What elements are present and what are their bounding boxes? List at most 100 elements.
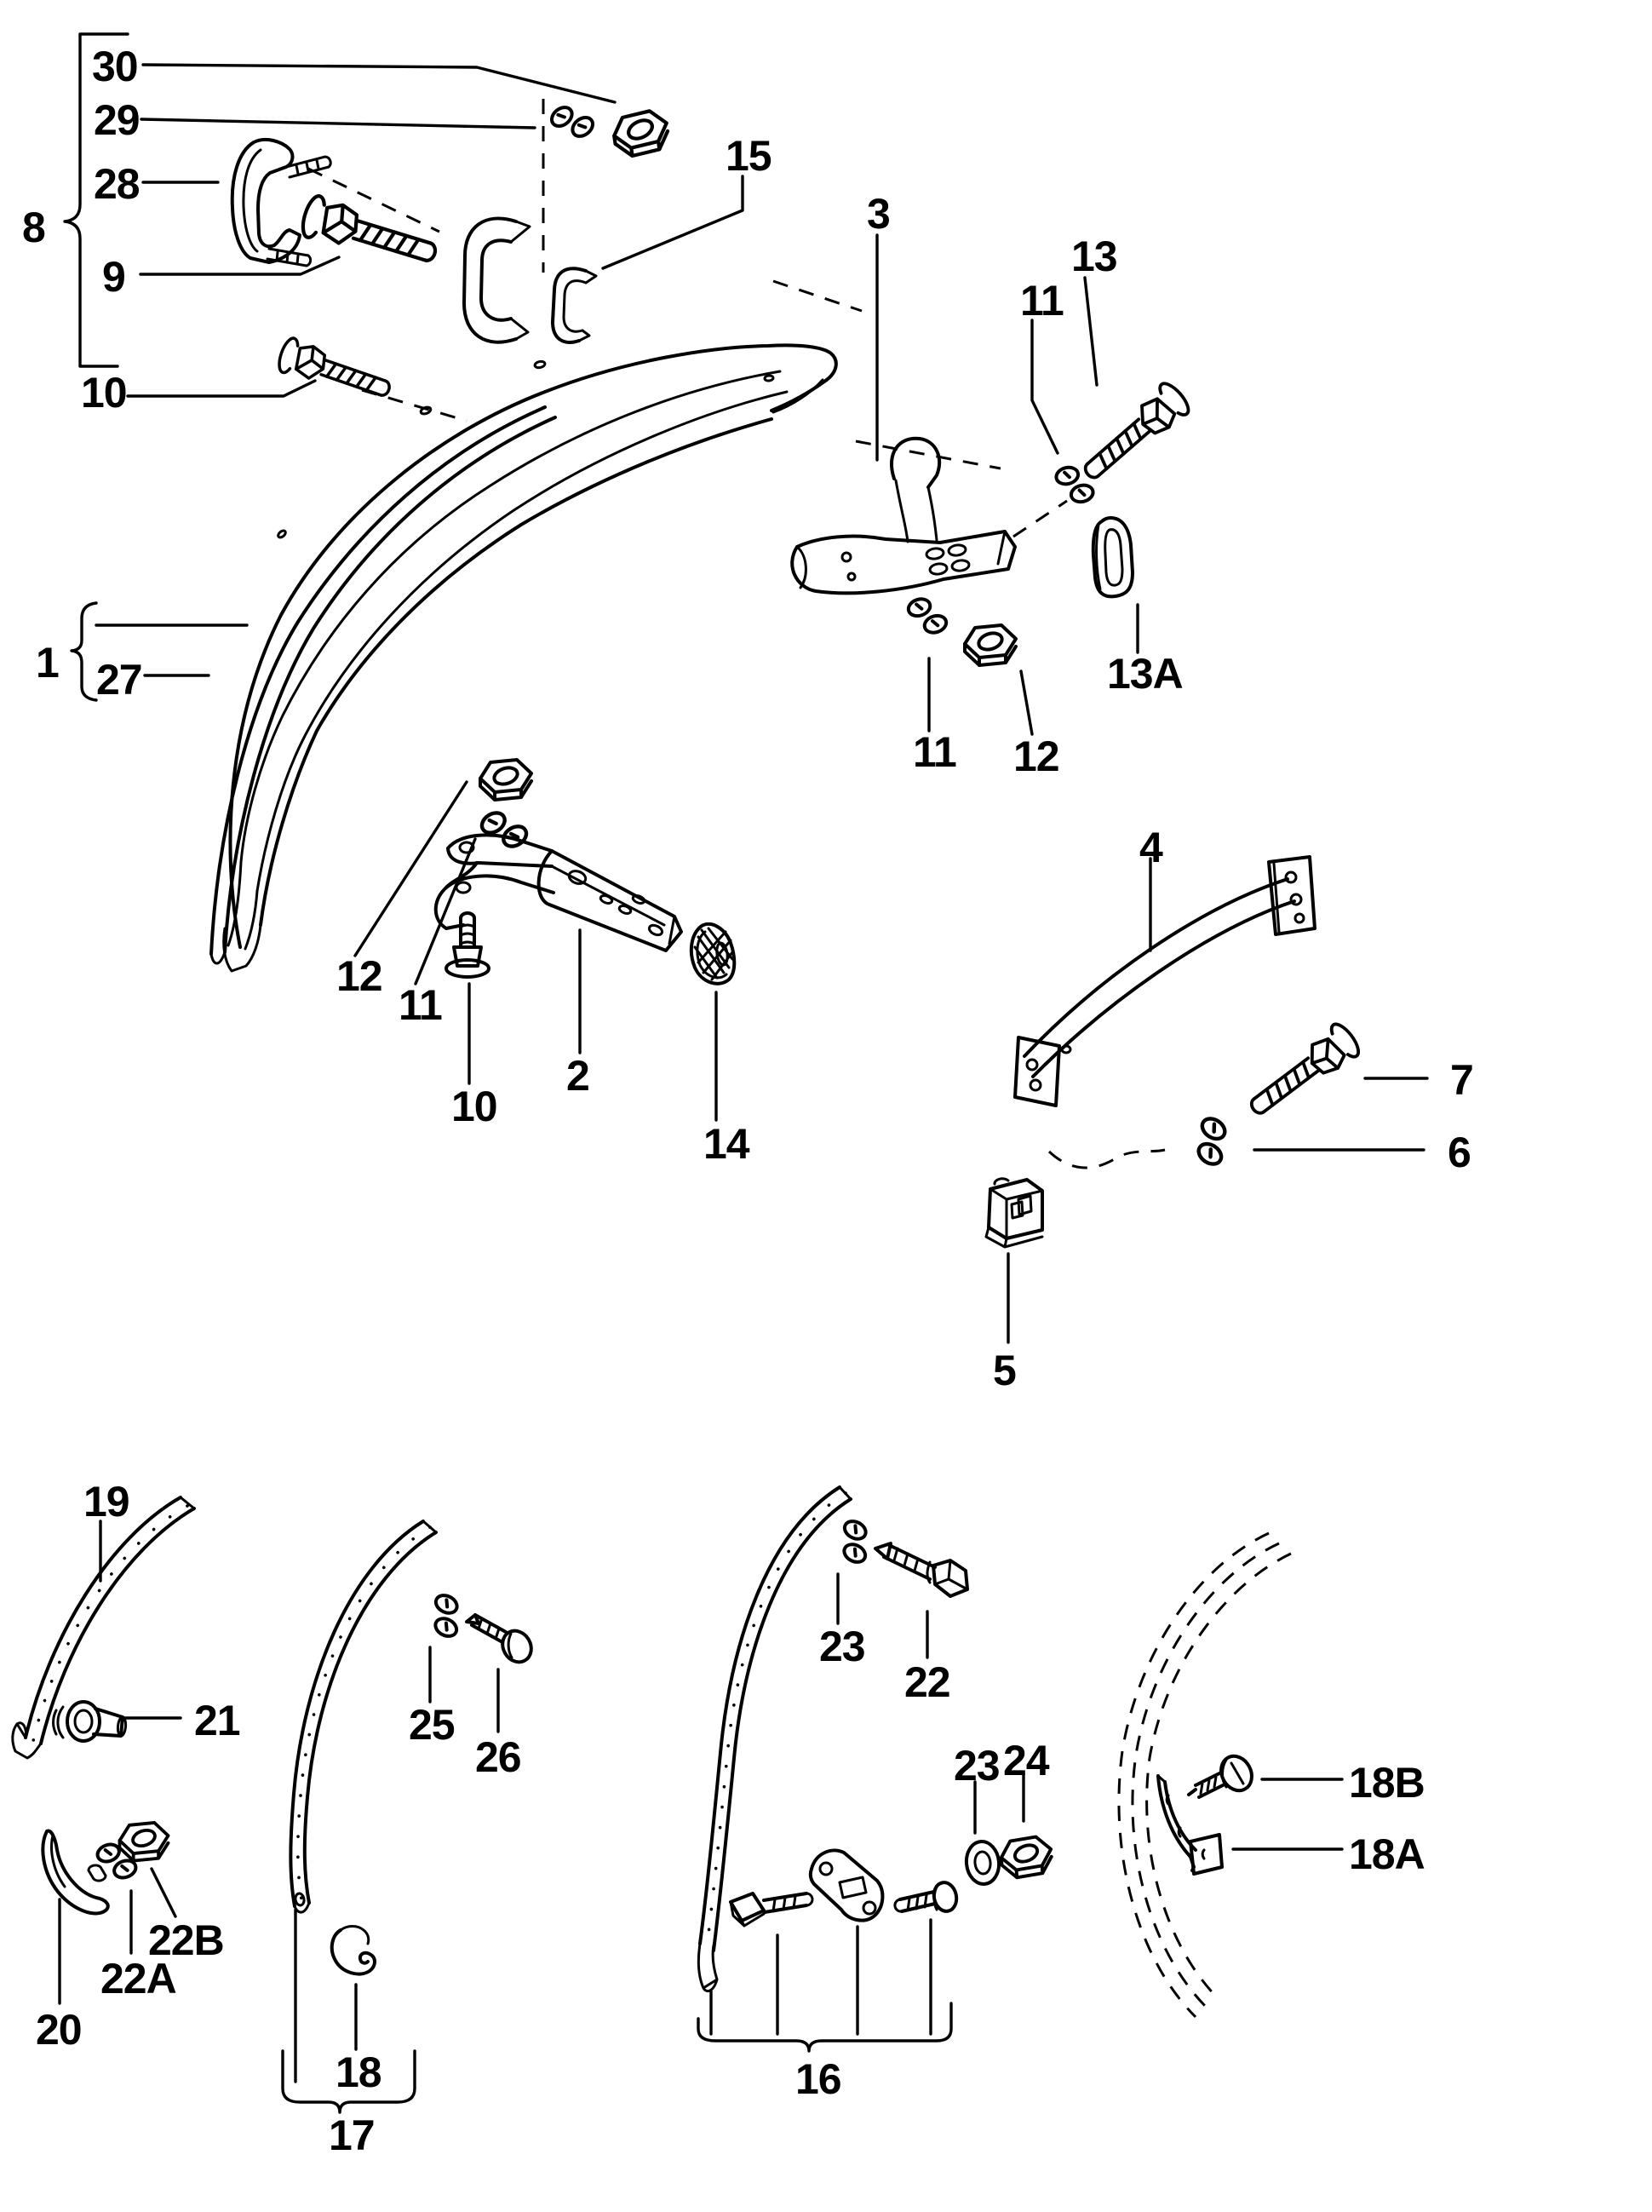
bolt-7 [1240,1018,1365,1127]
clip-15 [551,267,598,344]
grommet-14 [689,922,737,985]
trim-strip-27 [209,405,557,965]
dash-bracket3-to-washer [1012,499,1068,538]
clip-21 [52,1700,128,1743]
callout-18: 18 [336,2048,381,2096]
bolt-13 [1073,377,1195,491]
callout-5: 5 [993,1347,1016,1394]
callout-14: 14 [703,1120,750,1168]
bolt-9 [299,193,441,274]
callout-23a: 23 [819,1623,865,1670]
bar-4 [1013,855,1316,1107]
bumper-hole [533,359,547,370]
dash-bumper-to-bracket3 [855,440,1001,470]
bracket-18A [1156,1774,1224,1876]
screw-18B [1187,1754,1253,1799]
dash-15-to-bracket3 [772,279,863,313]
leader-10a [126,379,317,398]
bracket-2 [433,833,683,952]
callout-4: 4 [1139,824,1163,871]
short-bolt-16 [893,1881,959,1913]
leader-15 [601,175,744,270]
bumper-hole [419,405,433,416]
brace-16 [697,2002,953,2053]
spring-washer-11-bracket2 [478,807,531,852]
leader-13 [1083,276,1098,387]
leader-11c [414,837,477,985]
brace-8 [63,32,129,368]
callout-25: 25 [409,1701,455,1749]
callout-15: 15 [726,132,772,180]
leader-22B [150,1867,177,1918]
callout-2: 2 [566,1052,589,1100]
bolt-10-upper [273,334,397,409]
molding-strip-16 [697,1485,852,1993]
leader-12a [1019,669,1034,736]
callout-6: 6 [1448,1129,1471,1176]
callout-16: 16 [795,2055,841,2103]
callout-17: 17 [329,2111,375,2159]
spring-washer-11-upper [1046,458,1104,511]
bumper-hole [277,529,287,539]
screw-26 [465,1613,533,1664]
callout-30: 30 [92,43,138,90]
nut-12-upper [963,623,1018,667]
callout-13: 13 [1071,233,1117,280]
leader-12b [353,780,468,957]
callout-1: 1 [36,639,59,687]
buffer-8 [462,216,531,344]
molding-strip-17 [289,1520,438,1914]
leader-11a [1030,319,1059,455]
callout-24: 24 [1003,1737,1050,1784]
brace-1 [70,601,98,702]
callout-29: 29 [94,96,140,144]
projection-lines [307,99,1166,1169]
nut-12-lower [479,758,533,801]
brace-17 [281,2049,416,2114]
bumper-hole [763,374,775,382]
spring-washer-29 [544,97,600,147]
bracket-3 [790,436,1017,595]
callout-19: 19 [83,1478,129,1525]
spring-washer-6 [1181,1109,1242,1174]
clamp-block-5 [984,1177,1044,1249]
screw-22 [874,1542,969,1598]
phantom-bumper-outline [1117,1531,1292,2019]
bumper-blade-1 [222,343,838,973]
callout-13A: 13A [1107,650,1183,698]
end-piece-20 [41,1829,110,1916]
grommet-13A [1091,516,1134,599]
backing-plate-16 [808,1848,885,1922]
callout-3: 3 [867,190,890,238]
square-bolt-16 [729,1892,814,1928]
callout-11a: 11 [1020,277,1064,325]
callout-11c: 11 [399,981,442,1029]
callout-10a: 10 [81,369,127,417]
callout-22B: 22B [148,1916,224,1964]
spring-washer-11-lower [899,591,955,641]
callout-21: 21 [194,1697,240,1744]
nut-22B [118,1821,170,1863]
spring-washer-23-upper [824,1510,886,1573]
callout-labels: 30 29 28 8 9 10 15 3 11 13 13A 11 12 1 2… [22,43,1474,2159]
dash-10-to-bumper [361,388,467,422]
callout-7: 7 [1450,1056,1473,1104]
leader-9 [139,256,341,276]
leader-29 [140,118,536,129]
callout-11b: 11 [913,728,956,776]
end-cap-18 [330,1925,376,1976]
callout-10b: 10 [451,1083,497,1130]
callout-18A: 18A [1349,1830,1425,1878]
callout-12a: 12 [1013,733,1059,780]
nut-24 [998,1834,1055,1881]
callout-9: 9 [102,253,125,301]
callout-22s: 22 [904,1658,950,1706]
nut-30 [611,109,670,158]
callout-12b: 12 [336,952,382,1000]
callout-18B: 18B [1349,1759,1425,1807]
callout-27: 27 [96,656,142,704]
callout-23b: 23 [954,1742,1000,1790]
molding-strip-19 [11,1496,196,1760]
